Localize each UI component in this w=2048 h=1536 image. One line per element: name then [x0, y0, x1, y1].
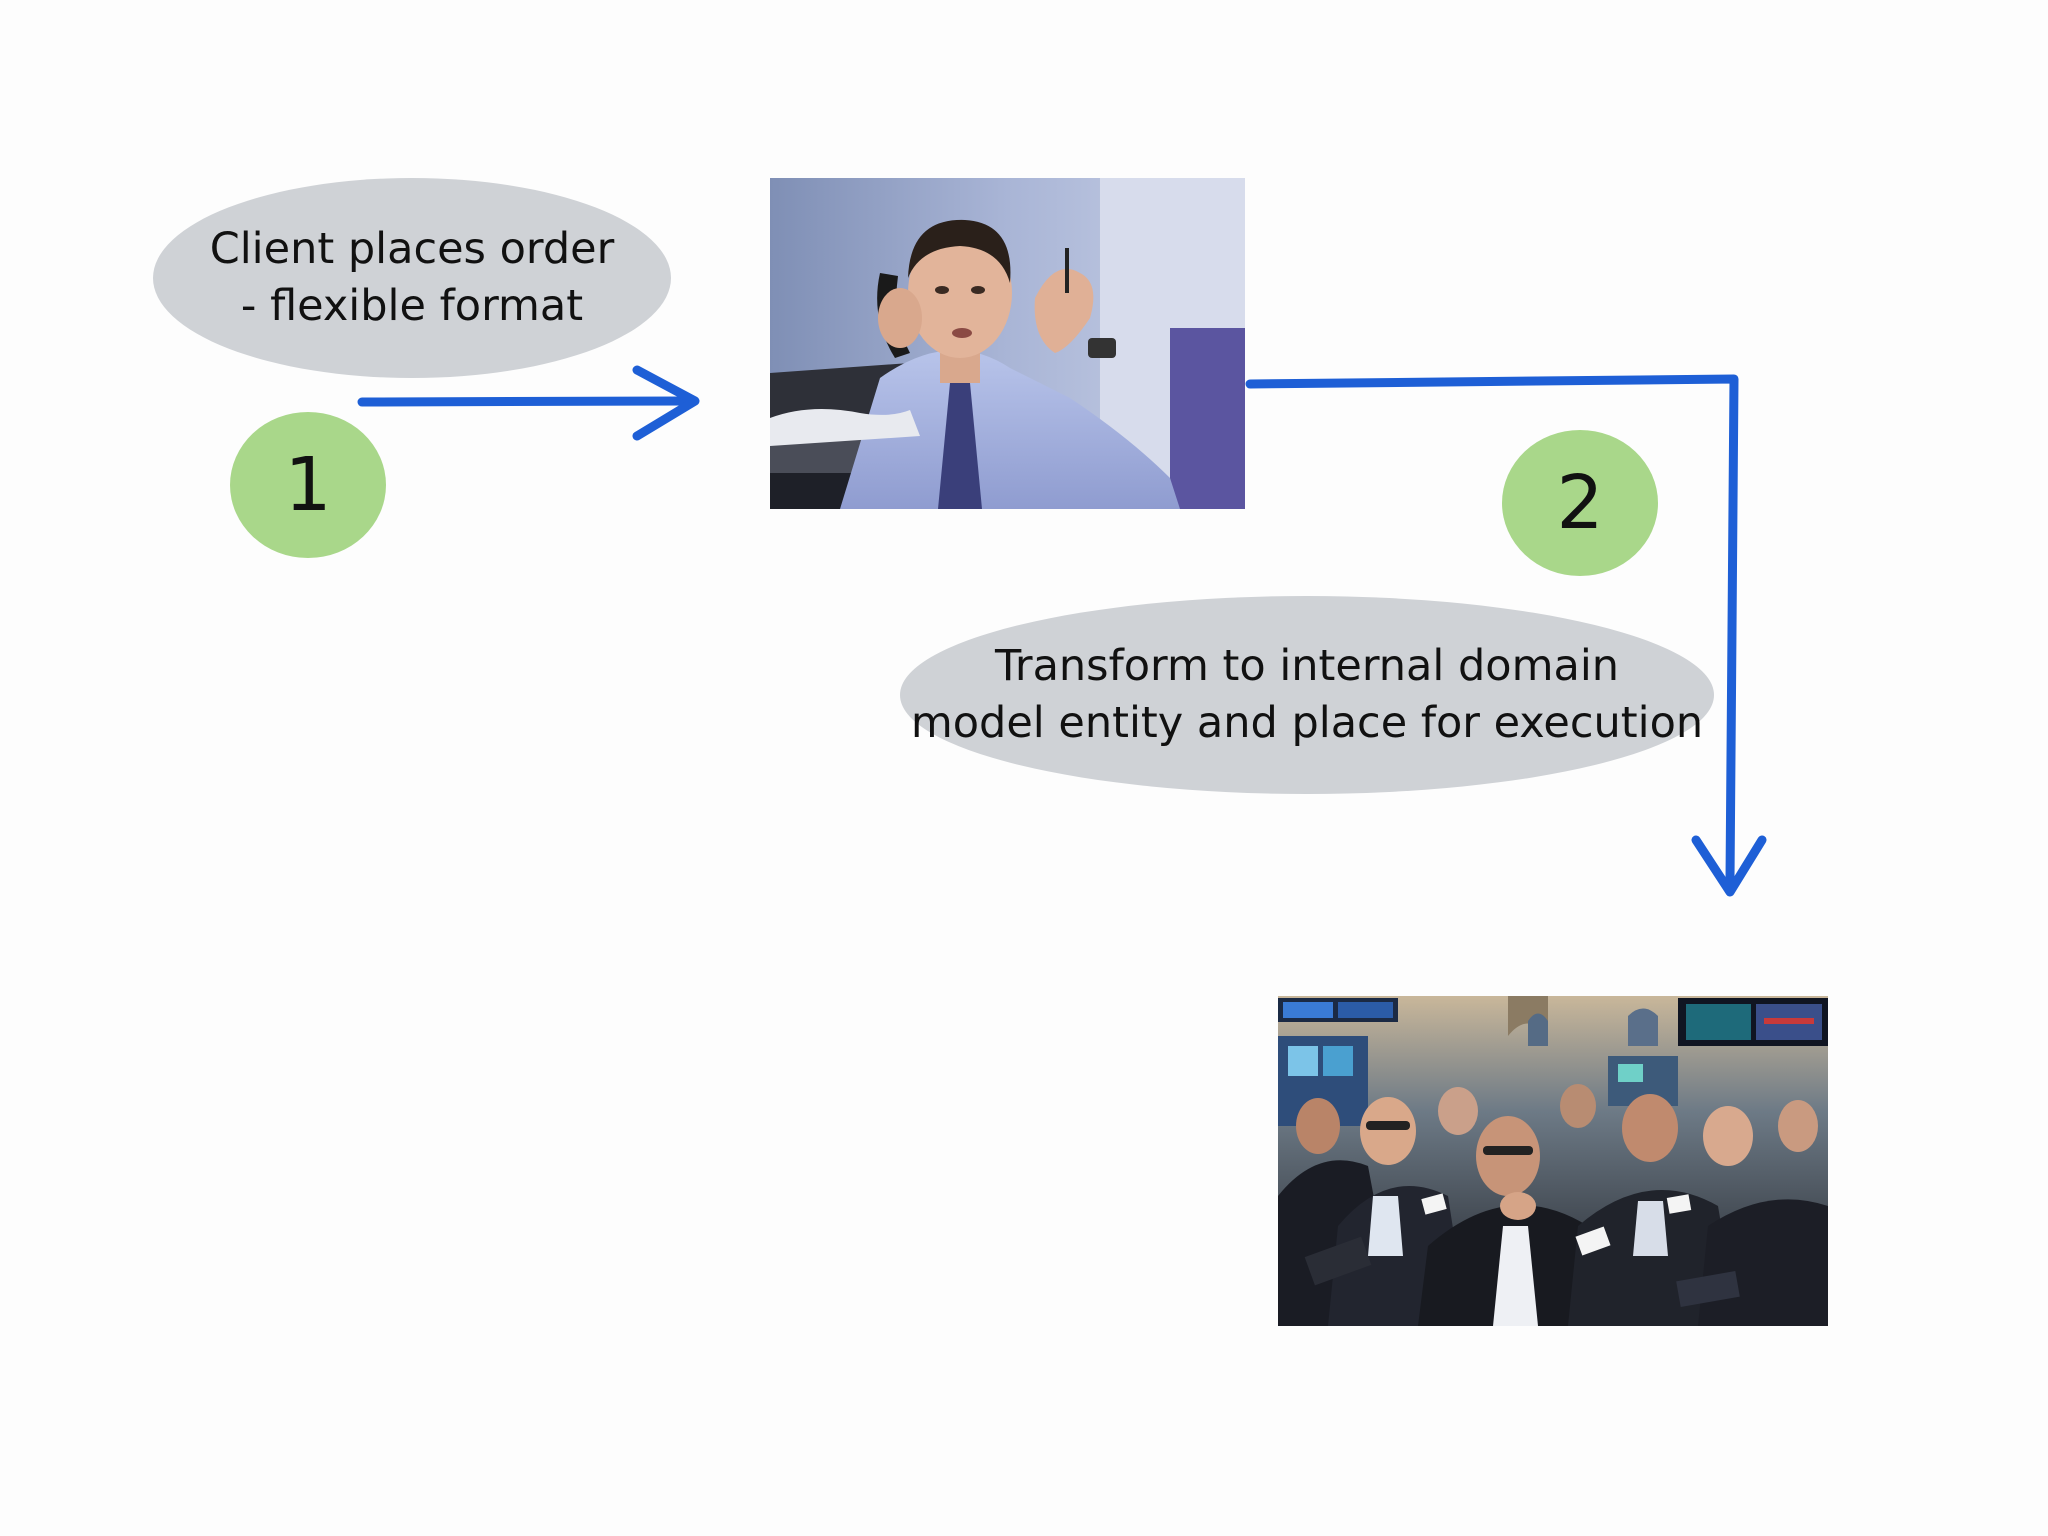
trader-on-phone-photo	[770, 178, 1245, 509]
arrow-step-1-head	[632, 365, 700, 441]
trading-floor-crowd-photo	[1278, 996, 1828, 1326]
step-1-description-bubble: Client places order - flexible format	[153, 178, 671, 378]
step-2-number: 2	[1556, 460, 1604, 546]
step-1-number: 1	[284, 442, 332, 528]
step-2-badge: 2	[1502, 430, 1658, 576]
step-2-description-bubble: Transform to internal domain model entit…	[900, 596, 1714, 794]
arrow-step-2-head	[1691, 835, 1767, 897]
step-2-text-line-2: model entity and place for execution	[910, 698, 1704, 748]
step-1-badge: 1	[230, 412, 386, 558]
step-2-text-line-1: Transform to internal domain	[994, 641, 1620, 691]
arrow-step-1	[357, 396, 695, 407]
step-1-text-line-1: Client places order	[209, 224, 615, 274]
step-1-text-line-2: - flexible format	[240, 281, 584, 331]
